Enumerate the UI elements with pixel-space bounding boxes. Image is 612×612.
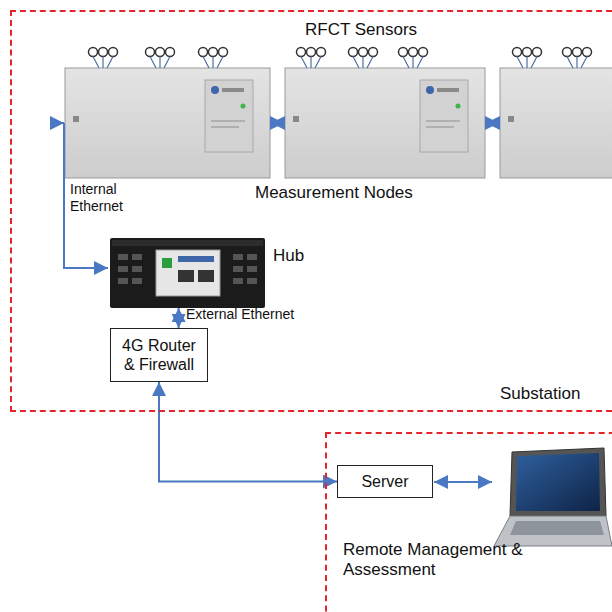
node-label: Substation [500,384,580,404]
text-label: Measurement Nodes [255,183,413,203]
text-label: RFCT Sensors [305,20,417,40]
text-label: External Ethernet [186,306,294,323]
router-box: 4G Router & Firewall [110,328,208,382]
node-label: Hub [273,246,304,266]
connector [178,308,180,328]
connector [159,382,337,482]
node-label: 4G Router & Firewall [119,336,199,374]
hub: Hub [110,238,265,308]
hub-device [110,238,265,308]
remote-region: Remote Management & Assessment Server [325,432,612,612]
node-label: Server [361,472,408,491]
node-label: Remote Management & Assessment [343,540,553,581]
text-label: Internal Ethernet [70,181,145,215]
server-box: Server [337,465,433,498]
